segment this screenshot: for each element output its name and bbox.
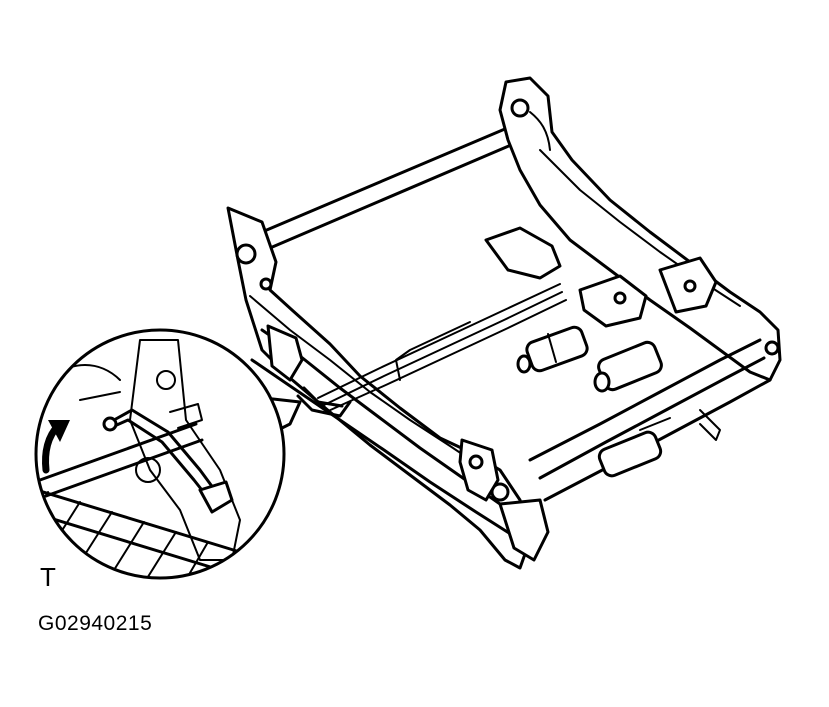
figure-id: G02940215 xyxy=(38,612,153,635)
rotation-arrow-icon xyxy=(42,420,70,474)
rear-cross-tube xyxy=(260,121,527,250)
right-side-rail xyxy=(498,76,782,382)
release-lever xyxy=(296,386,352,418)
seat-frame xyxy=(226,76,782,570)
front-lower-rail xyxy=(250,324,542,542)
adjuster-motor-left xyxy=(516,325,589,374)
slide-track xyxy=(528,338,772,502)
gear-box-lower xyxy=(658,256,718,314)
tool-label: T xyxy=(40,562,56,592)
connecting-cables xyxy=(317,283,567,413)
detail-magnifier xyxy=(34,328,286,580)
adjuster-motor-rear xyxy=(597,417,671,478)
gear-box-upper xyxy=(484,226,648,328)
adjuster-motor-center xyxy=(593,340,663,393)
front-bracket xyxy=(458,438,550,562)
